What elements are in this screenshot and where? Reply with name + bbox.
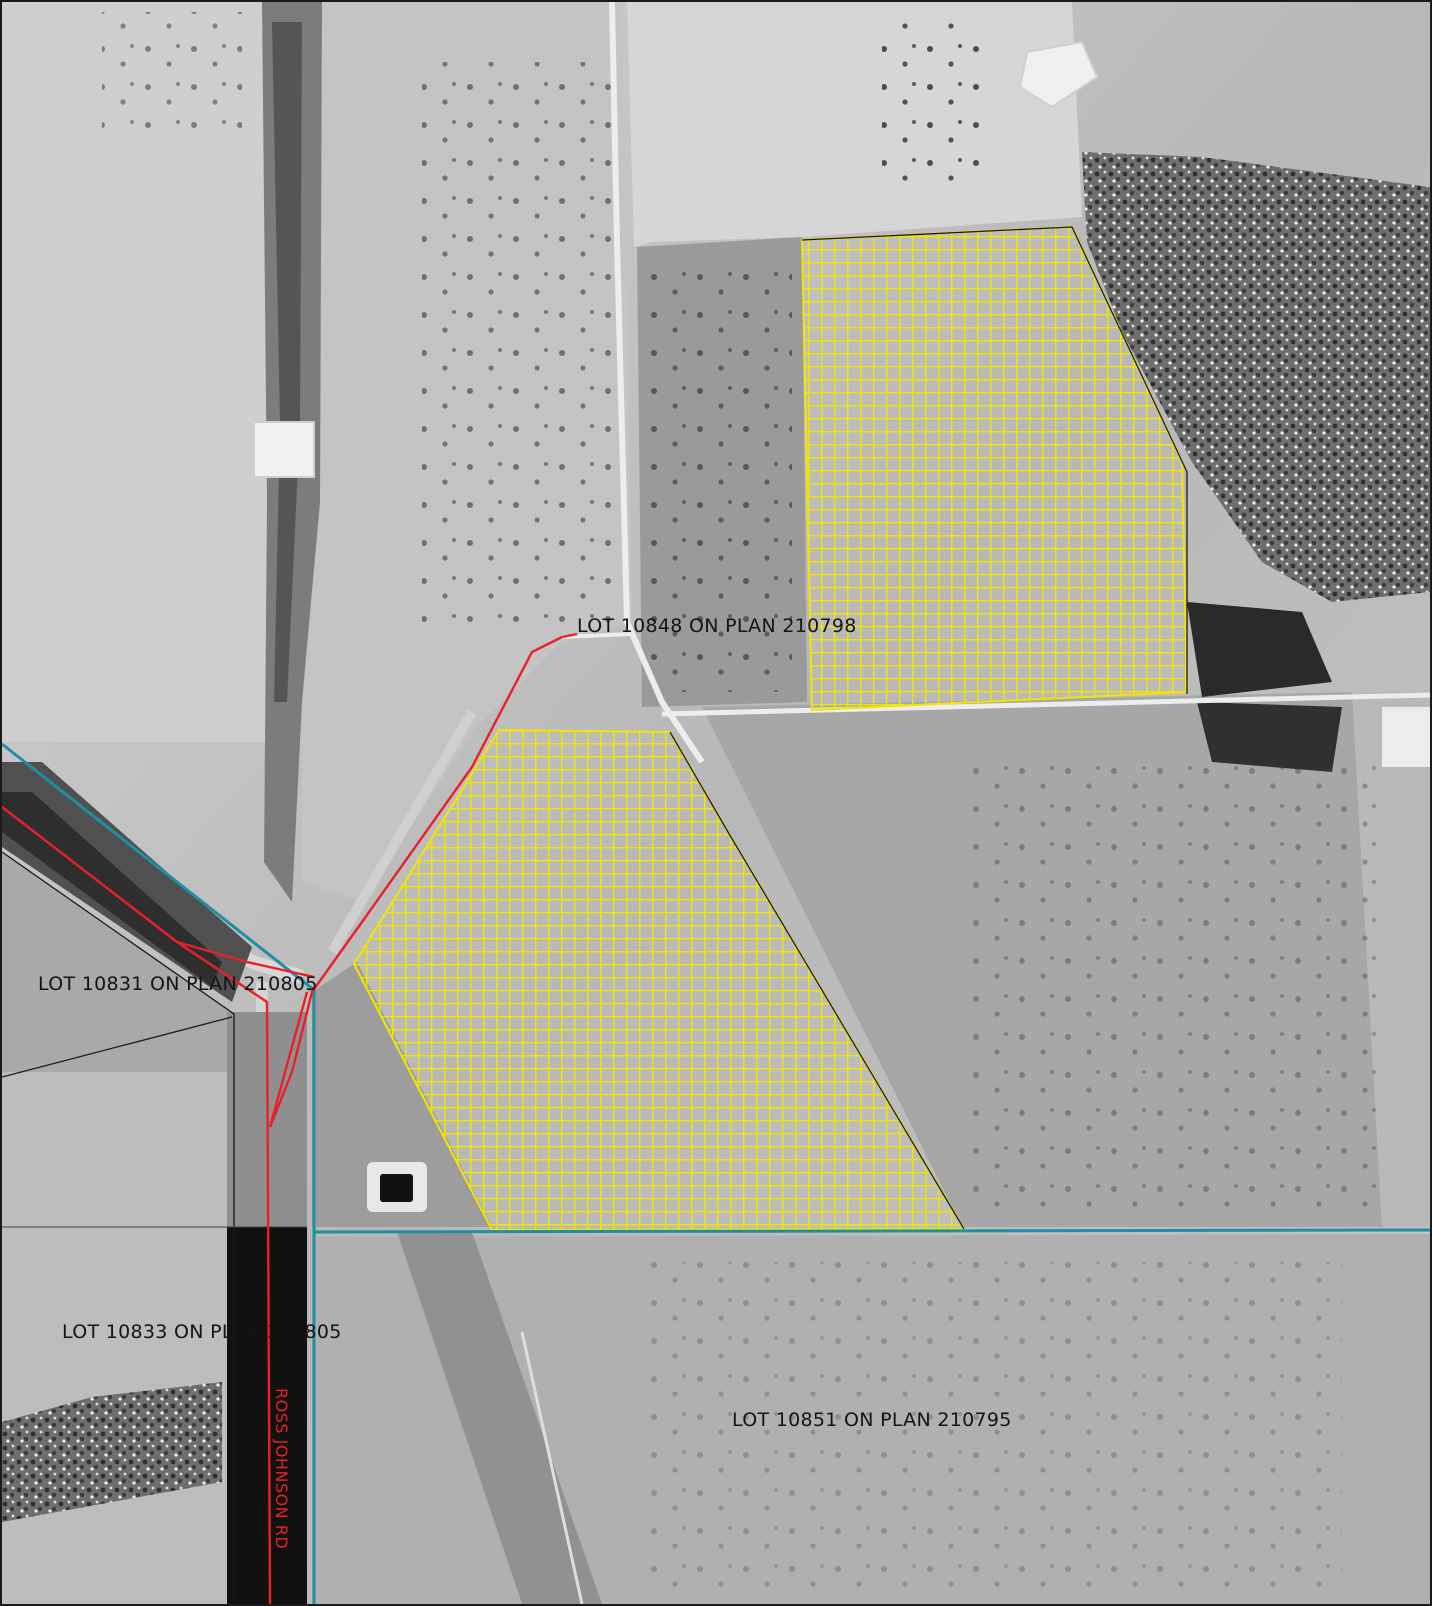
lot-boundaries <box>2 226 1188 1604</box>
dam-south-icon <box>367 1162 427 1212</box>
lot-10831-label: LOT 10831 ON PLAN 210805 <box>38 973 318 995</box>
dam-east-icon <box>1382 707 1430 767</box>
map-labels: LOT 10848 ON PLAN 210798 LOT 10831 ON PL… <box>38 615 1012 1549</box>
lot-10833-label: LOT 10833 ON PLAN 210805 <box>62 1321 342 1343</box>
lot-10851-label: LOT 10851 ON PLAN 210795 <box>732 1409 1012 1431</box>
lot-10848-label: LOT 10848 ON PLAN 210798 <box>577 615 857 637</box>
dam-northwest-icon <box>253 421 315 478</box>
scattered-trees <box>102 12 1382 1592</box>
road-name-label: ROSS JOHNSON RD <box>272 1388 291 1549</box>
farm-dams <box>253 40 1430 1212</box>
road-centrelines <box>2 632 578 1604</box>
dam-north-icon <box>1018 40 1099 109</box>
